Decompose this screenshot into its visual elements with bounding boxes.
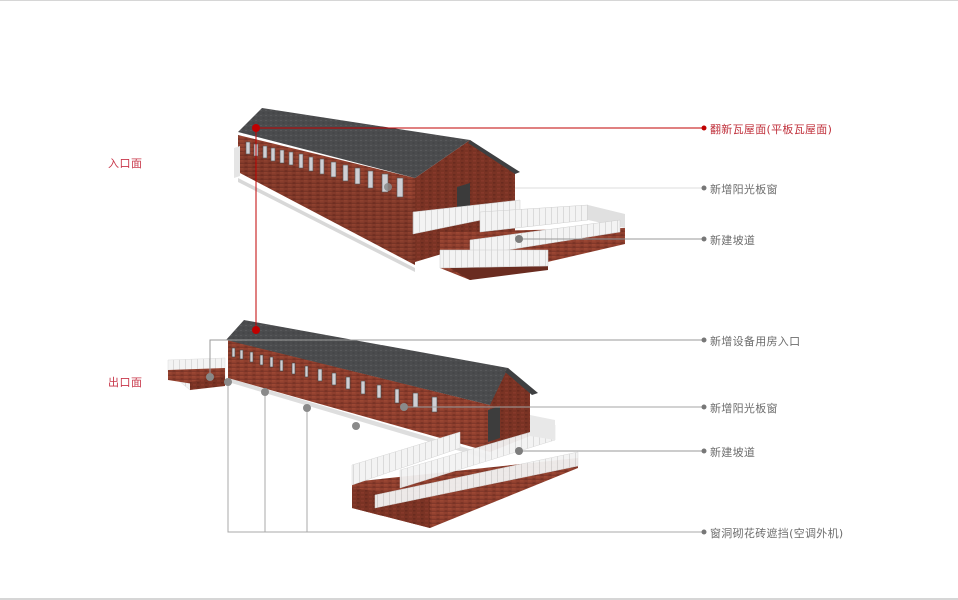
exit-screen-marker-2 — [261, 388, 269, 396]
view-label-exit: 出口面 — [108, 376, 143, 389]
exit-screen-marker-1 — [224, 378, 232, 386]
exit-building — [167, 320, 579, 528]
top-border — [0, 0, 958, 1]
exit-window-marker — [400, 403, 408, 411]
callout-exit-window: 新增阳光板窗 — [710, 402, 778, 415]
exit-screen-marker-4 — [352, 422, 360, 430]
entrance-ramp-marker — [515, 235, 523, 243]
roof-marker-top — [252, 124, 260, 132]
callout-roof: 翻新瓦屋面(平板瓦屋面) — [710, 123, 833, 136]
exit-equipment-entry-marker — [206, 373, 214, 381]
roof-leader-end — [701, 125, 707, 131]
callout-entrance-window: 新增阳光板窗 — [710, 183, 778, 196]
callout-exit-screen: 窗洞砌花砖遮挡(空调外机) — [710, 527, 844, 540]
view-label-entrance: 入口面 — [108, 157, 143, 170]
callout-entrance-ramp: 新建坡道 — [710, 234, 756, 247]
exit-ramp-marker — [515, 447, 523, 455]
entrance-window-marker — [384, 183, 392, 191]
callout-exit-equipment-entry: 新增设备用房入口 — [710, 335, 801, 348]
roof-marker-bottom — [252, 326, 260, 334]
exit-screen-marker-3 — [303, 404, 311, 412]
entrance-building — [234, 108, 625, 280]
callout-exit-ramp: 新建坡道 — [710, 446, 756, 459]
bottom-border — [0, 598, 958, 600]
